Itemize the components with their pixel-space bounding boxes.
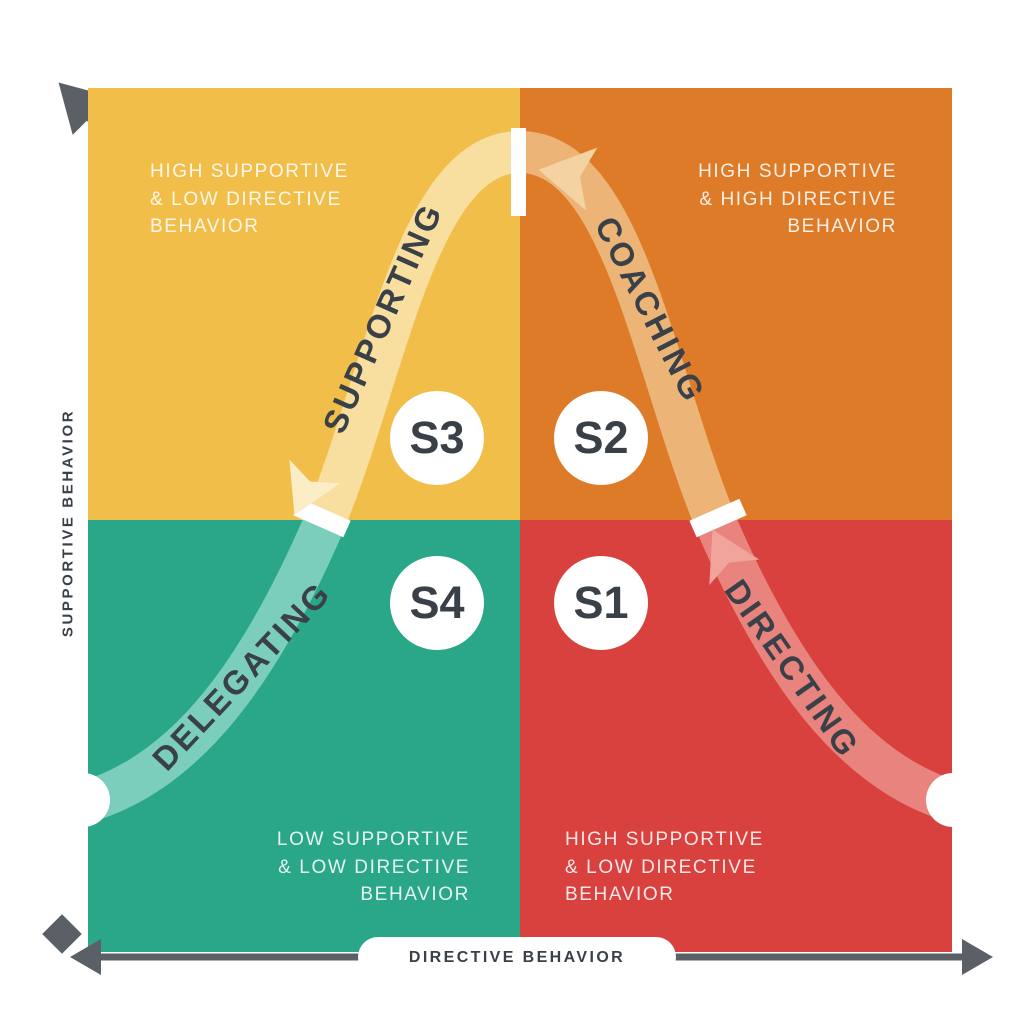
badge-s4: S4 xyxy=(390,556,484,650)
description-directing: HIGH SUPPORTIVE & LOW DIRECTIVE BEHAVIOR xyxy=(565,829,764,906)
x-axis-label-pill xyxy=(358,937,676,977)
curve-gap-left xyxy=(293,498,351,538)
curve-arrow-directing-icon xyxy=(709,529,760,585)
description-coaching: HIGH SUPPORTIVE & HIGH DIRECTIVE BEHAVIO… xyxy=(698,161,897,238)
description-supporting: HIGH SUPPORTIVE & LOW DIRECTIVE BEHAVIOR xyxy=(150,161,349,238)
bell-curve-segment-delegating xyxy=(78,520,348,823)
curve-arrow-coaching-icon xyxy=(538,147,598,211)
y-axis-label: SUPPORTIVE BEHAVIOR xyxy=(59,408,77,638)
directive-axis-arrow-left-icon xyxy=(70,939,101,975)
curve-end-cap-right xyxy=(926,773,980,827)
badge-s1: S1 xyxy=(554,556,648,650)
bell-curve-segment-directing xyxy=(692,520,962,823)
x-axis-label: DIRECTIVE BEHAVIOR xyxy=(408,949,626,966)
badge-s2: S2 xyxy=(554,391,648,485)
directive-axis-arrow-right-icon xyxy=(962,939,993,975)
curve-end-cap-left xyxy=(56,773,110,827)
curve-gap-right xyxy=(689,498,747,538)
curve-arrow-supporting-icon xyxy=(289,459,341,516)
badge-s3: S3 xyxy=(390,391,484,485)
description-delegating: LOW SUPPORTIVE & LOW DIRECTIVE BEHAVIOR xyxy=(276,829,470,906)
curve-gap-apex xyxy=(511,128,526,216)
axis-corner-mark xyxy=(42,914,82,954)
